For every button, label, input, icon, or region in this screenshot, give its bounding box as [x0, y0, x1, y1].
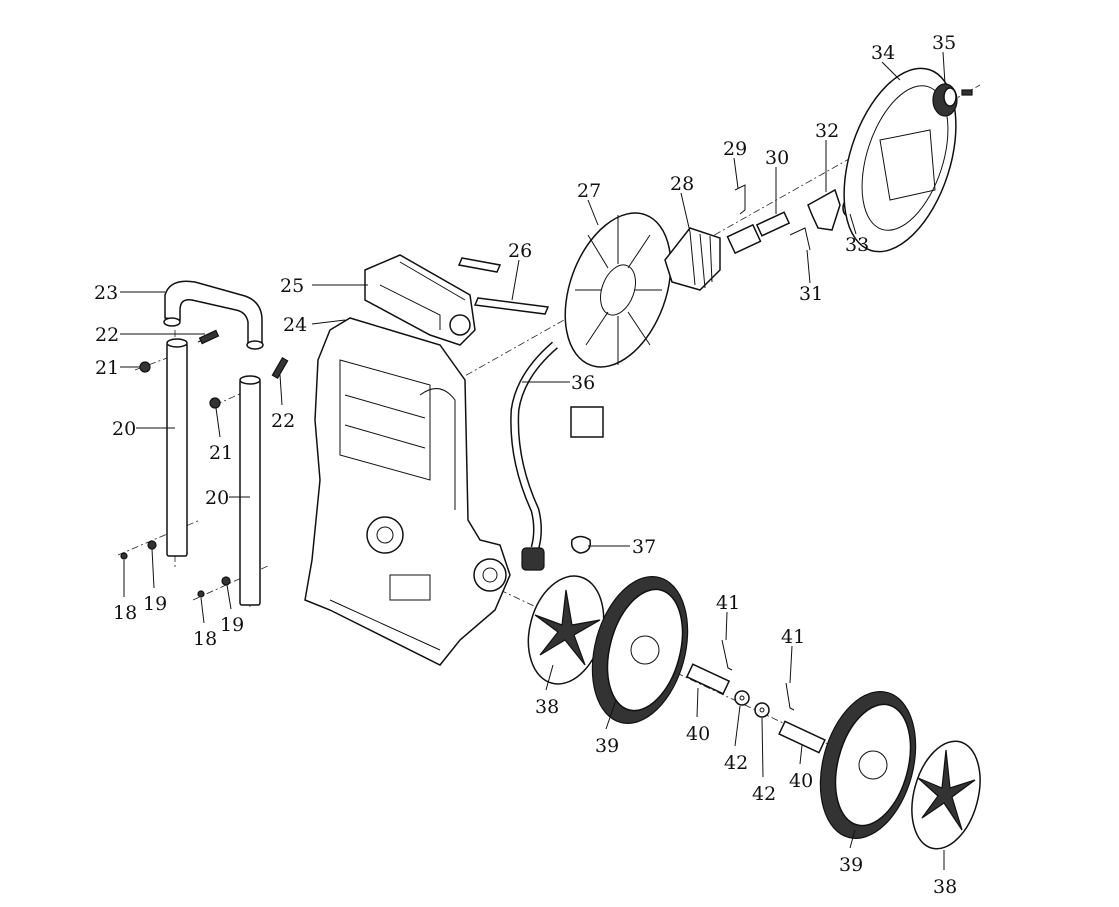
part-wheels — [591, 576, 917, 839]
part-axles — [685, 639, 826, 754]
part-label-18b: 18 — [193, 628, 217, 650]
part-reel-disc — [564, 212, 672, 368]
part-label-33: 33 — [845, 234, 869, 256]
part-label-34: 34 — [871, 42, 895, 64]
part-label-40b: 40 — [789, 770, 813, 792]
part-label-21: 21 — [95, 357, 119, 379]
part-label-18: 18 — [113, 602, 137, 624]
part-label-23: 23 — [94, 282, 118, 304]
part-label-19b: 19 — [220, 614, 244, 636]
part-reel-drum — [664, 227, 721, 291]
part-frame — [304, 317, 511, 666]
part-label-42: 42 — [724, 752, 748, 774]
part-label-32: 32 — [815, 120, 839, 142]
part-label-22b: 22 — [271, 410, 295, 432]
part-label-28: 28 — [670, 173, 694, 195]
part-tubes — [166, 338, 261, 606]
part-label-39: 39 — [595, 735, 619, 757]
part-label-20b: 20 — [205, 487, 229, 509]
part-hose — [510, 341, 558, 571]
part-top-cover — [364, 254, 476, 346]
part-coupling — [726, 184, 854, 255]
part-number-labels: 35 34 32 29 30 27 28 33 26 31 25 23 22 2… — [94, 32, 957, 898]
part-clip — [570, 535, 592, 554]
part-label-21b: 21 — [209, 442, 233, 464]
part-label-35: 35 — [932, 32, 956, 54]
leader-lines — [120, 51, 946, 870]
part-label-38b: 38 — [933, 876, 957, 898]
part-handle — [163, 280, 264, 350]
part-label-31: 31 — [799, 283, 823, 305]
part-label-40: 40 — [686, 723, 710, 745]
part-label-30: 30 — [765, 147, 789, 169]
part-label-27: 27 — [577, 180, 601, 202]
part-screws — [120, 329, 289, 598]
part-label-20: 20 — [112, 418, 136, 440]
part-label-39b: 39 — [839, 854, 863, 876]
part-label-26: 26 — [508, 240, 532, 262]
part-label-42b: 42 — [752, 783, 776, 805]
part-label-38: 38 — [535, 696, 559, 718]
part-label-25: 25 — [280, 275, 304, 297]
part-label-36: 36 — [571, 372, 595, 394]
part-label-41b: 41 — [781, 626, 805, 648]
part-labels-stickers — [457, 257, 604, 438]
part-reel-cover — [843, 67, 957, 253]
part-crank-knob — [932, 83, 973, 117]
part-label-22: 22 — [95, 324, 119, 346]
part-hub-caps — [527, 575, 981, 850]
part-label-19: 19 — [143, 593, 167, 615]
part-label-29: 29 — [723, 138, 747, 160]
part-label-37: 37 — [632, 536, 656, 558]
part-label-41: 41 — [716, 592, 740, 614]
part-label-24: 24 — [283, 314, 307, 336]
